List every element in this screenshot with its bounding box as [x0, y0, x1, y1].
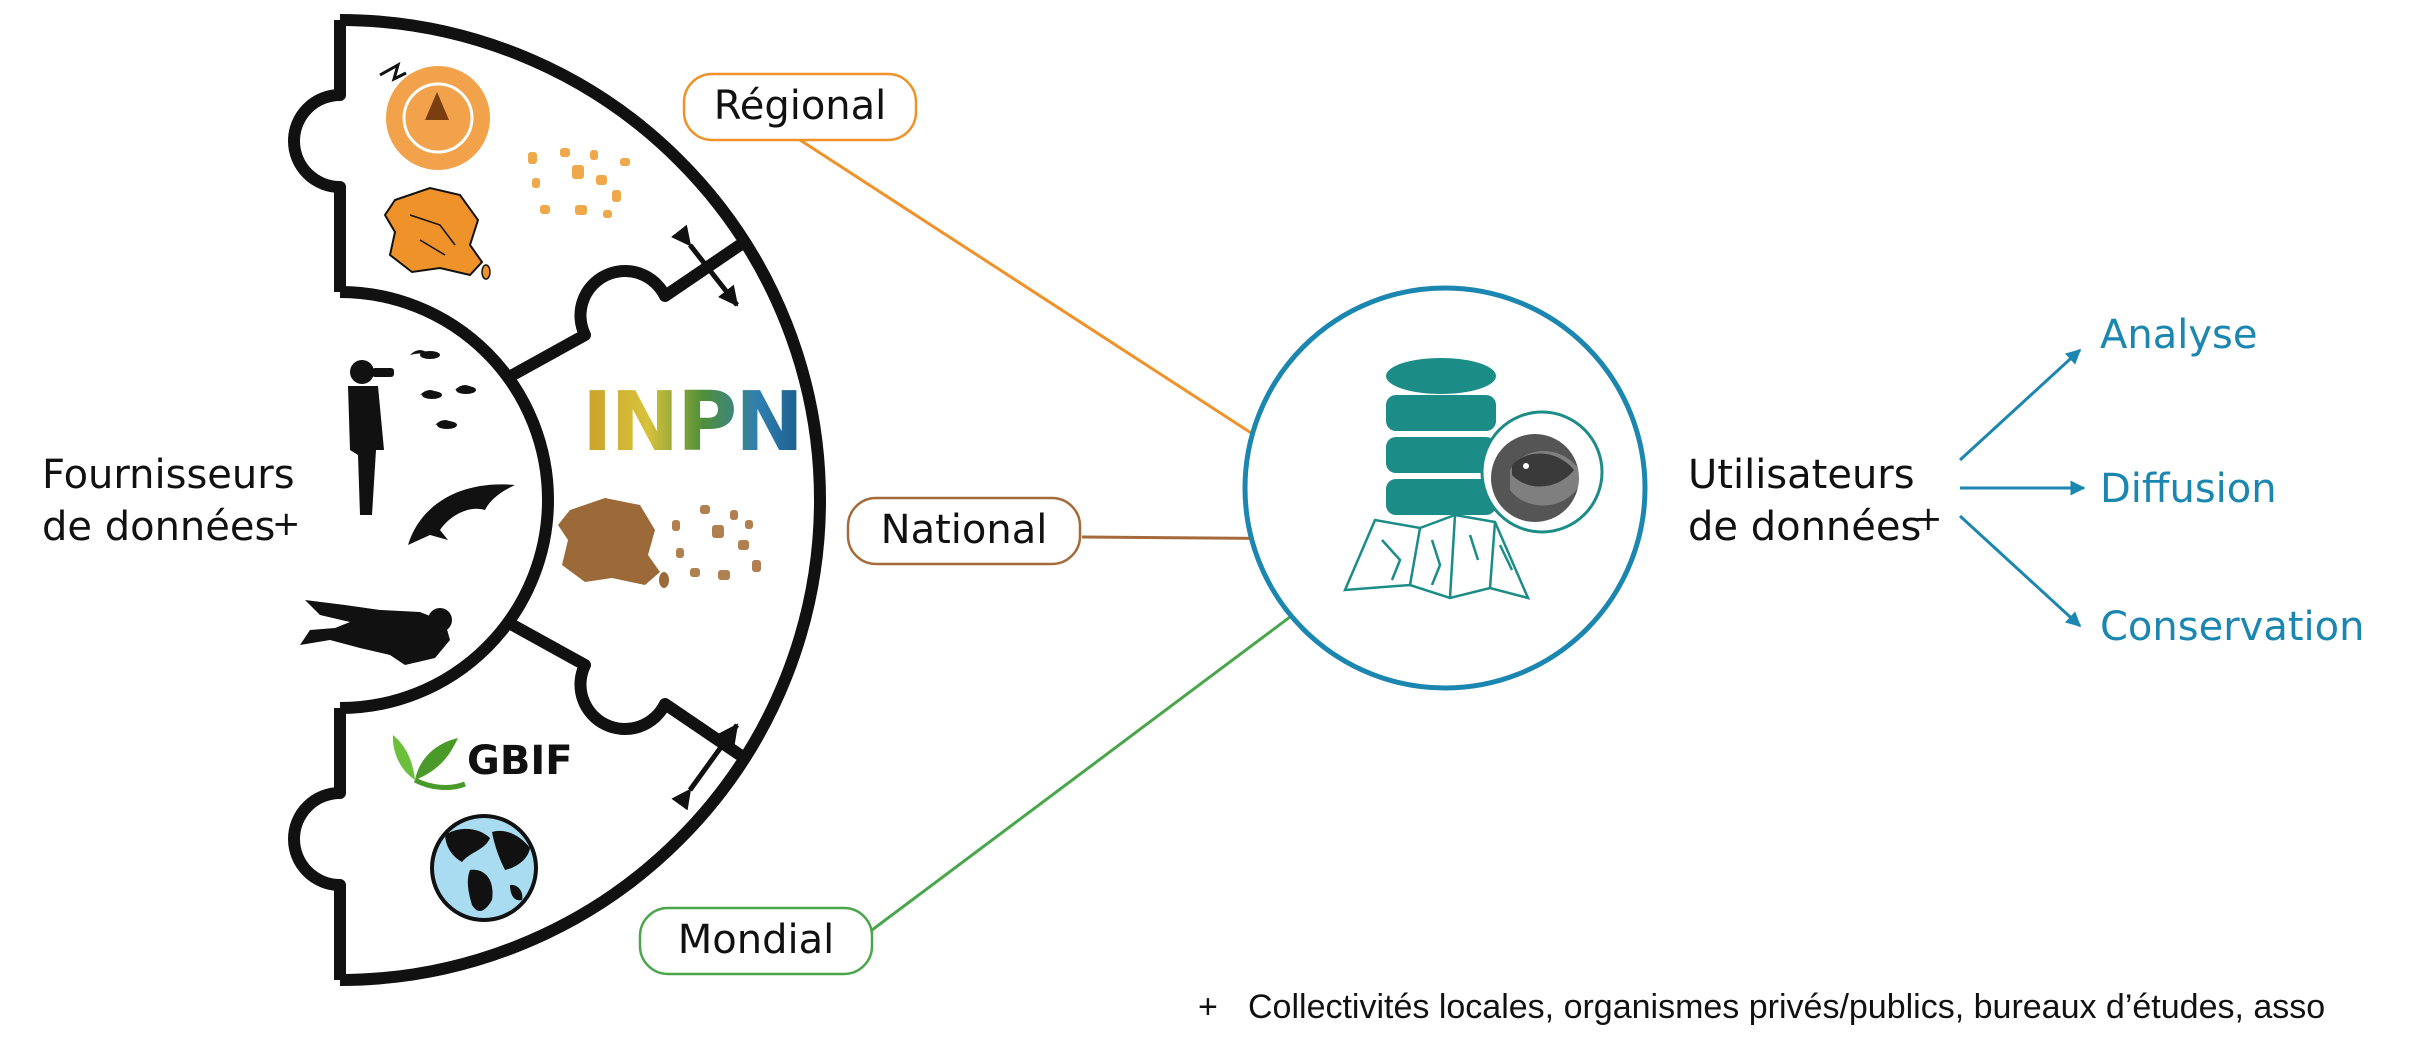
users-label-line1: Utilisateurs — [1688, 452, 1915, 498]
dolphin-icon — [408, 484, 515, 545]
providers-label-line1: Fournisseurs — [42, 452, 295, 498]
footnote-symbol: + — [1198, 988, 1218, 1026]
users-plus-mark: + — [1914, 499, 1943, 539]
overseas-territories-brown-icon — [672, 505, 761, 580]
exchange-arrows — [671, 224, 740, 811]
footnote: + Collectivités locales, organismes priv… — [1198, 988, 2325, 1026]
pill-national: National — [846, 496, 1082, 566]
inpn-logo-text: INPN — [582, 375, 802, 470]
arrow-analyse — [1958, 348, 2082, 462]
gbif-logo-text: GBIF — [467, 738, 573, 784]
output-analyse: Analyse — [2100, 312, 2257, 358]
separator-top — [506, 240, 744, 383]
france-map-orange-icon — [383, 186, 491, 280]
left-edge-bottom — [288, 708, 346, 980]
exchange-arrow-top — [671, 224, 739, 307]
providers-half-disc — [288, 14, 826, 986]
providers-label: Fournisseurs de données + — [42, 452, 301, 550]
fish-badge-icon — [1480, 410, 1604, 534]
users-label: Utilisateurs de données + — [1688, 452, 1943, 550]
exchange-arrow-bottom — [671, 723, 740, 811]
diver-silhouette-icon — [300, 600, 452, 665]
pill-mondial-label: Mondial — [678, 917, 834, 963]
providers-plus-mark: + — [272, 504, 301, 544]
pill-regional: Régional — [682, 72, 918, 142]
central-database-hub — [1242, 285, 1648, 691]
arrow-conservation — [1958, 514, 2082, 628]
inpn-logo: INPN — [582, 375, 804, 470]
france-map-brown-icon — [558, 498, 669, 588]
inner-arc — [339, 286, 554, 714]
overseas-territories-orange-icon — [528, 148, 630, 218]
regional-logo — [379, 61, 490, 170]
footnote-text: Collectivités locales, organismes privés… — [1248, 988, 2325, 1026]
left-edge-top — [288, 20, 346, 292]
output-conservation: Conservation — [2100, 604, 2364, 650]
pill-national-label: National — [881, 507, 1048, 553]
database-icon — [1386, 358, 1496, 515]
arrow-mondial — [871, 588, 1328, 932]
pill-regional-label: Régional — [714, 83, 887, 129]
output-diffusion: Diffusion — [2100, 466, 2277, 512]
folded-map-icon — [1343, 513, 1531, 600]
users-label-line2: de données — [1688, 504, 1921, 550]
observer-silhouette-icon — [348, 360, 394, 515]
world-globe-icon — [430, 814, 538, 922]
outer-arc — [339, 14, 826, 986]
pill-mondial: Mondial — [638, 906, 874, 976]
separator-bottom — [506, 617, 744, 760]
providers-label-line2: de données — [42, 504, 275, 550]
gbif-logo: GBIF — [392, 735, 573, 790]
birds-flock-icon — [410, 346, 476, 429]
